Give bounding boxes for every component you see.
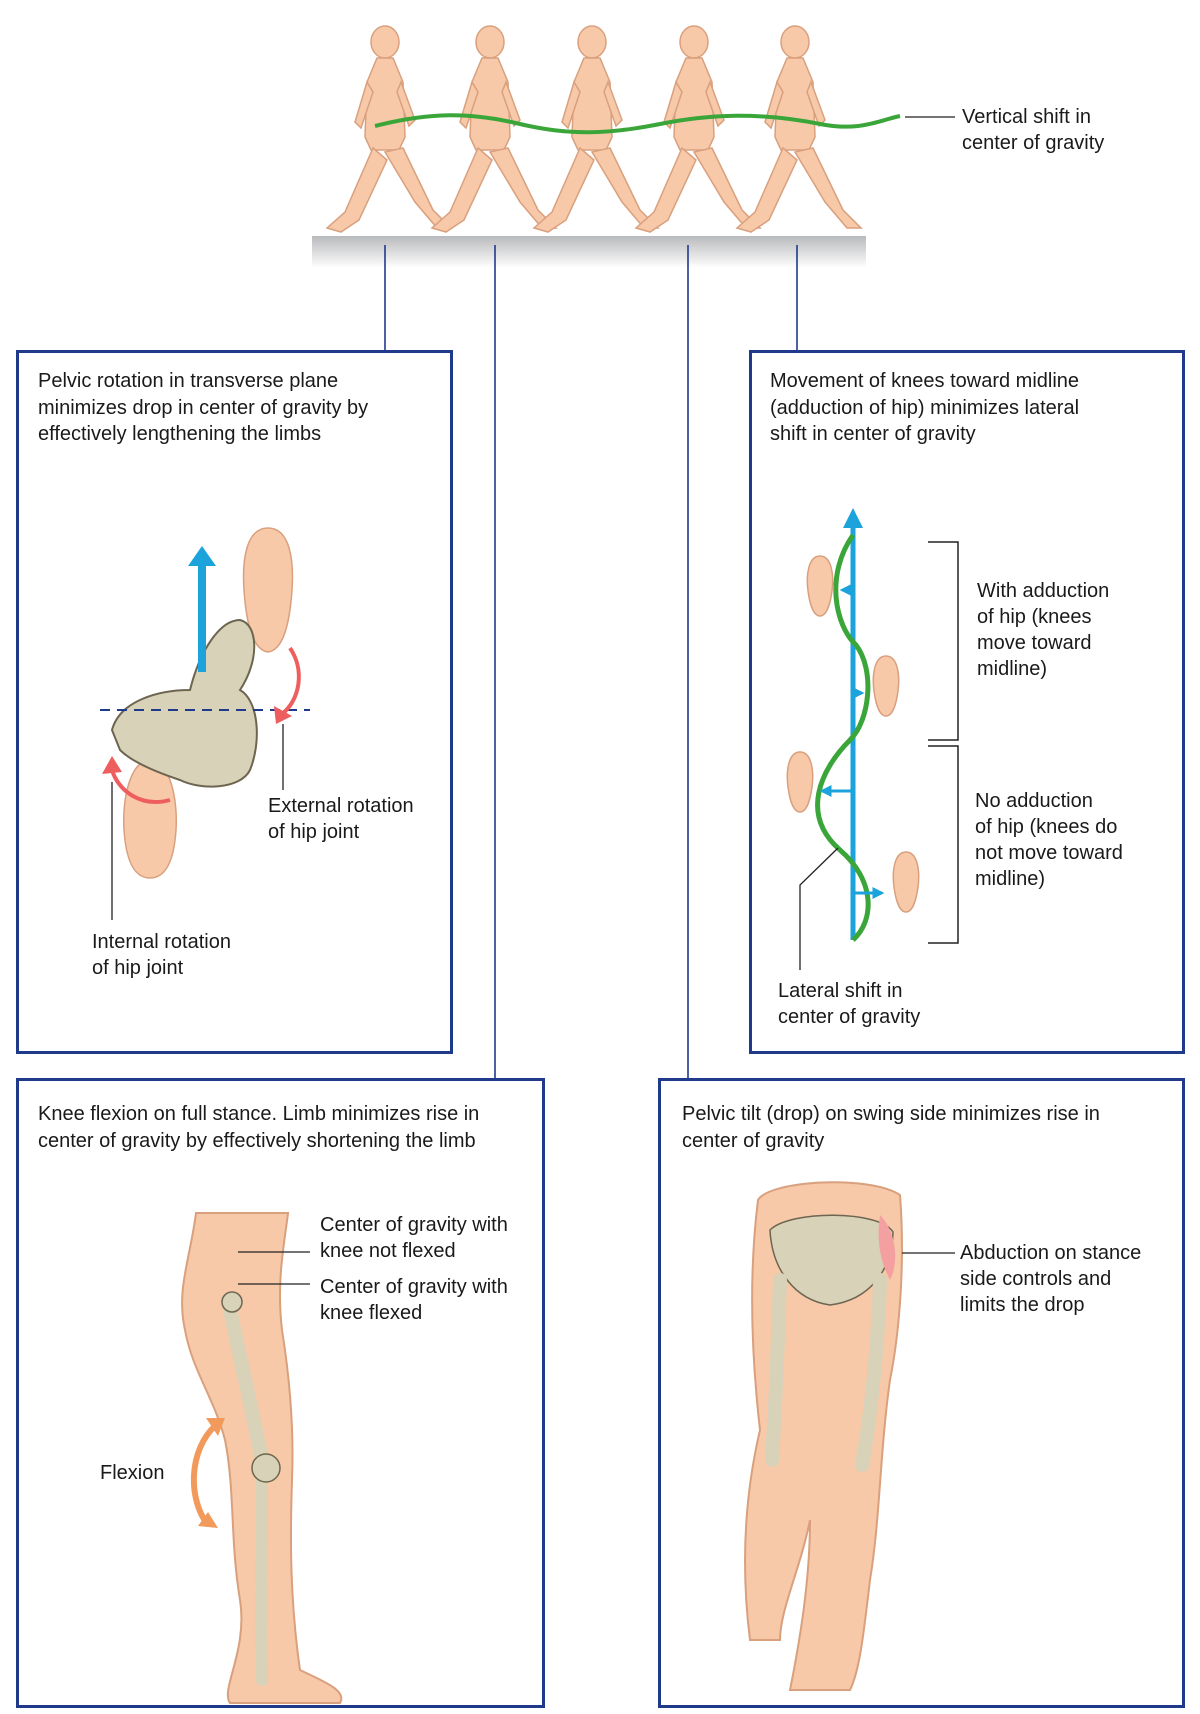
panel-knee-adduction: [749, 350, 1185, 1054]
walking-figure-4: [635, 25, 761, 233]
walking-figure-1: [326, 25, 452, 233]
with-adduction-label: With adduction of hip (knees move toward…: [977, 580, 1110, 680]
lateral-shift-leader: [799, 847, 839, 970]
panel-knee-flexion: [16, 1078, 545, 1708]
internal-rotation-arrow: [110, 769, 171, 804]
panel-pelvic-tilt: [658, 1078, 1185, 1708]
connector-lines: [384, 245, 798, 1078]
external-rotation-arrow: [280, 646, 301, 716]
vertical-shift-label: Vertical shift in center of gravity: [962, 106, 1105, 154]
lower-foot: [122, 759, 178, 879]
pelvic-tilt-heading: Pelvic tilt (drop) on swing side minimiz…: [682, 1103, 1100, 1152]
knee-adduction-illustration: [786, 508, 959, 970]
right-femur: [855, 1273, 887, 1472]
internal-rotation-label: Internal rotation of hip joint: [92, 931, 231, 979]
knee-adduction-heading: Movement of knees toward midline (adduct…: [770, 370, 1080, 445]
pelvic-rotation-illustration: [100, 527, 310, 920]
lateral-shift-label: Lateral shift in center of gravity: [778, 980, 921, 1028]
abduction-muscle: [878, 1215, 896, 1280]
upper-foot: [242, 527, 294, 653]
pelvic-tilt-illustration: [744, 1181, 955, 1691]
shift-arrows: [819, 584, 885, 899]
pelvis-bone: [110, 618, 258, 788]
with-adduction-bracket: [928, 541, 959, 741]
knee-flexion-illustration: [181, 1212, 343, 1704]
left-femur: [765, 1273, 787, 1467]
walking-figures: [326, 25, 862, 233]
tibia-bone: [255, 1469, 268, 1686]
no-adduction-label: No adduction of hip (knees do not move t…: [975, 790, 1123, 890]
lateral-shift-curve: [815, 533, 871, 942]
cog-not-flexed-label: Center of gravity with knee not flexed: [320, 1214, 508, 1262]
panel-pelvic-rotation: [16, 350, 453, 1054]
pelvic-rotation-heading: Pelvic rotation in transverse plane mini…: [38, 370, 369, 445]
flexion-arrow: [190, 1422, 219, 1527]
no-adduction-bracket: [928, 745, 959, 944]
flexion-label: Flexion: [100, 1462, 165, 1484]
floor: [312, 236, 866, 268]
cog-flexed-label: Center of gravity with knee flexed: [320, 1276, 508, 1324]
abduction-label: Abduction on stance side controls and li…: [960, 1242, 1142, 1316]
femur-bone: [221, 1293, 269, 1467]
knee-flexion-heading: Knee flexion on full stance. Limb minimi…: [38, 1103, 480, 1152]
vertical-shift-curve: [374, 113, 901, 135]
external-rotation-label: External rotation of hip joint: [268, 795, 414, 843]
walking-figure-5: [736, 25, 862, 233]
